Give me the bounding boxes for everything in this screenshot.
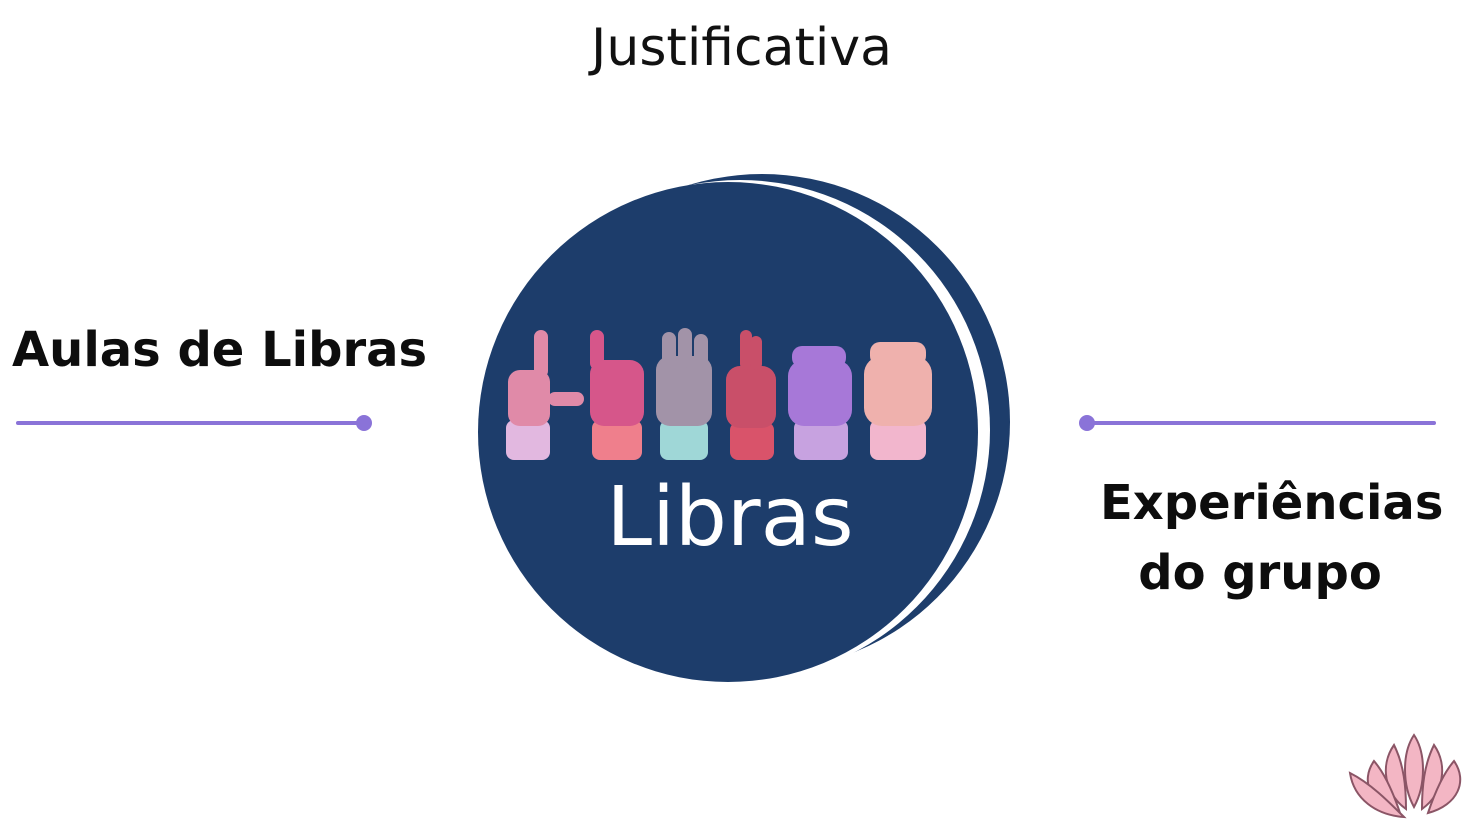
hand-b-icon [656, 328, 712, 460]
node-label-experiencias-do-grupo: Experiências do grupo [1100, 468, 1444, 608]
diagram-title: Justificativa [591, 18, 892, 78]
hand-l-icon [506, 330, 584, 460]
right-connector-line [1079, 415, 1436, 431]
central-libras-circle [478, 174, 1010, 682]
lotus-icon [1348, 733, 1462, 819]
hand-r-icon [726, 330, 776, 460]
hand-i-icon [590, 330, 644, 460]
node-label-line-2: do grupo [1138, 545, 1382, 601]
libras-logo-text: Libras [606, 470, 854, 565]
node-label-line-1: Experiências [1100, 475, 1444, 531]
hand-s-icon [864, 342, 932, 460]
hand-a-icon [788, 346, 852, 460]
node-label-aulas-de-libras: Aulas de Libras [12, 322, 428, 378]
left-connector-line [16, 415, 372, 431]
